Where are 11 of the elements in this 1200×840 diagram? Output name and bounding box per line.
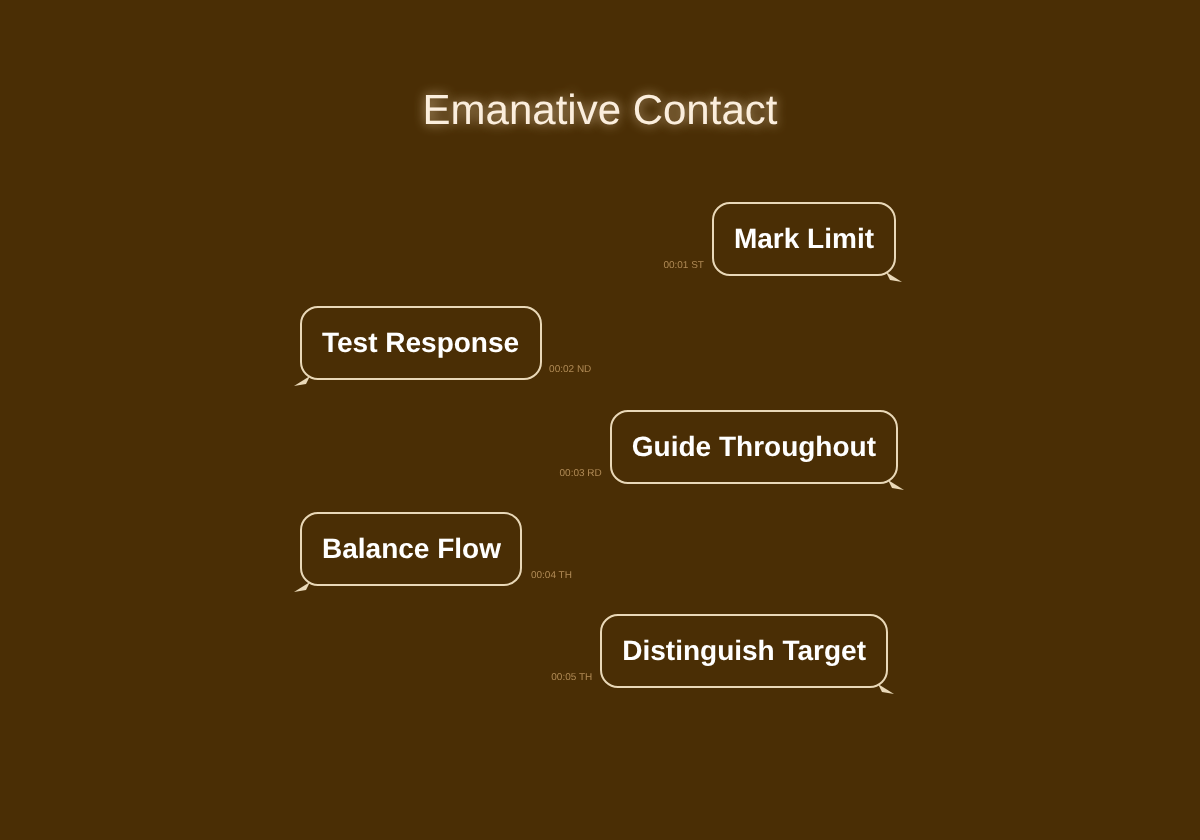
message-text: Mark Limit [733, 220, 874, 258]
message-text: Guide Throughout [631, 428, 876, 466]
message-text: Test Response [322, 324, 520, 362]
message-text: Distinguish Target [622, 632, 866, 670]
message-text: Balance Flow [322, 530, 501, 568]
chat-bubble [711, 202, 896, 276]
chat-bubble [300, 306, 542, 380]
chat-bubble [300, 512, 523, 586]
title: Emanative Contact [420, 86, 780, 138]
chat-bubble [609, 410, 898, 484]
chat-bubble [600, 614, 888, 688]
